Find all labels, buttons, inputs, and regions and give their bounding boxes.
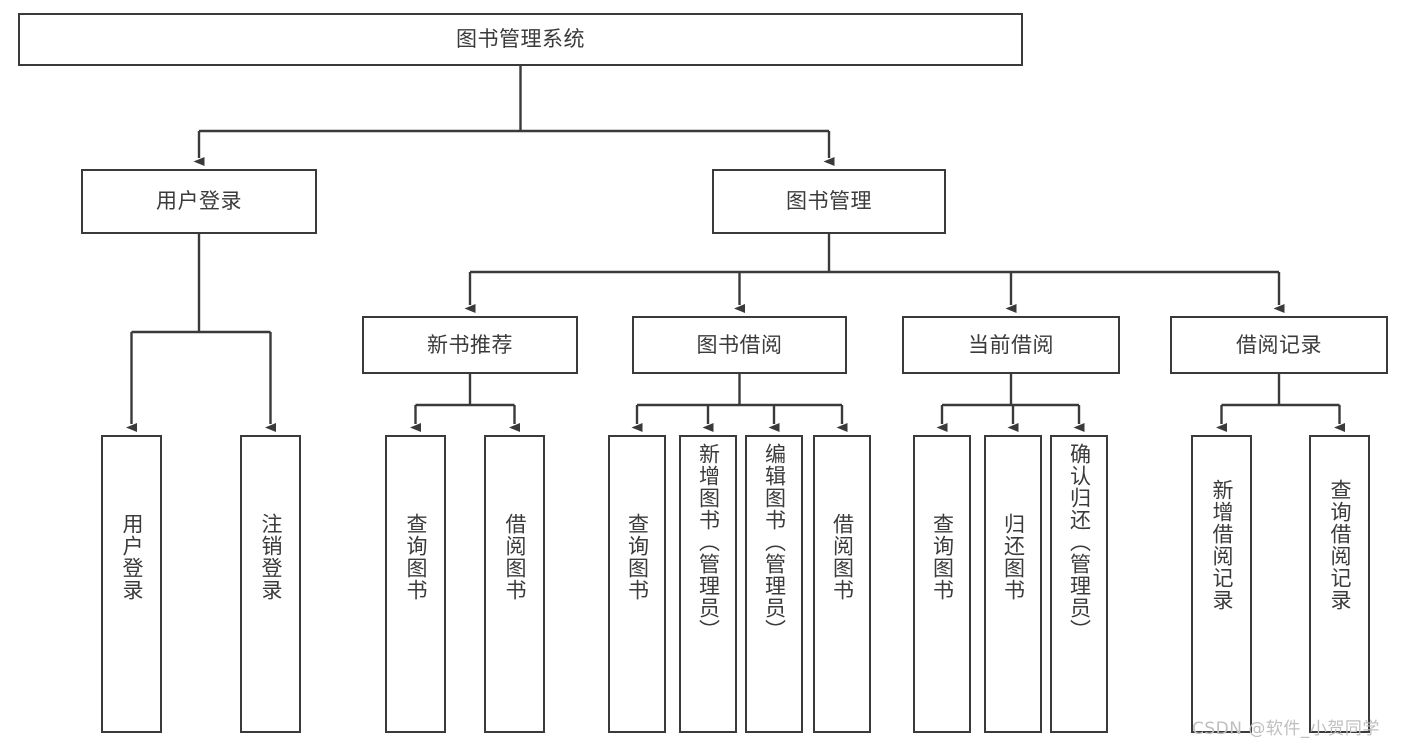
node-label: 图书管理系统	[456, 27, 585, 52]
node-label: 图书借阅	[696, 332, 783, 357]
node-book-manage[interactable]: 图书管理	[712, 169, 946, 234]
node-leaf-query-book-1[interactable]: 查询图书	[385, 435, 446, 733]
node-leaf-borrow-book-1[interactable]: 借阅图书	[484, 435, 545, 733]
node-label: 查询借阅记录	[1328, 479, 1352, 611]
node-leaf-confirm-return[interactable]: 确认归还（管理员）	[1050, 435, 1108, 733]
node-label: 新增借阅记录	[1210, 479, 1234, 611]
node-current-borrow[interactable]: 当前借阅	[902, 316, 1120, 374]
node-leaf-add-book[interactable]: 新增图书（管理员）	[679, 435, 737, 733]
node-label: 新书推荐	[427, 332, 513, 357]
node-leaf-query-record[interactable]: 查询借阅记录	[1309, 435, 1370, 733]
node-label: 借阅图书	[503, 513, 527, 601]
node-new-book-recommend[interactable]: 新书推荐	[362, 316, 578, 374]
node-label: 新增图书（管理员）	[696, 443, 721, 641]
node-leaf-query-book-2[interactable]: 查询图书	[608, 435, 666, 733]
node-user-login[interactable]: 用户登录	[81, 169, 317, 234]
node-label: 归还图书	[1001, 513, 1026, 601]
node-leaf-return-book[interactable]: 归还图书	[984, 435, 1042, 733]
node-label: 用户登录	[156, 189, 242, 214]
node-label: 注销登录	[259, 513, 283, 601]
csdn-watermark: CSDN @软件_小贺同学	[1192, 719, 1380, 739]
node-leaf-query-book-3[interactable]: 查询图书	[913, 435, 971, 733]
node-label: 借阅图书	[830, 513, 855, 601]
node-label: 当前借阅	[968, 332, 1054, 357]
node-label: 用户登录	[120, 513, 144, 601]
node-leaf-add-record[interactable]: 新增借阅记录	[1191, 435, 1252, 733]
node-label: 查询图书	[404, 513, 428, 601]
node-book-borrow[interactable]: 图书借阅	[632, 316, 847, 374]
node-leaf-logout[interactable]: 注销登录	[240, 435, 301, 733]
node-leaf-edit-book[interactable]: 编辑图书（管理员）	[745, 435, 803, 733]
node-leaf-user-login[interactable]: 用户登录	[101, 435, 162, 733]
node-label: 借阅记录	[1236, 332, 1322, 357]
node-label: 查询图书	[930, 513, 955, 601]
node-label: 确认归还（管理员）	[1067, 443, 1092, 641]
node-label: 编辑图书（管理员）	[762, 443, 787, 641]
node-label: 查询图书	[625, 513, 650, 601]
node-borrow-record[interactable]: 借阅记录	[1170, 316, 1388, 374]
node-root[interactable]: 图书管理系统	[18, 13, 1023, 66]
node-label: 图书管理	[786, 189, 872, 214]
node-leaf-borrow-book-2[interactable]: 借阅图书	[813, 435, 871, 733]
